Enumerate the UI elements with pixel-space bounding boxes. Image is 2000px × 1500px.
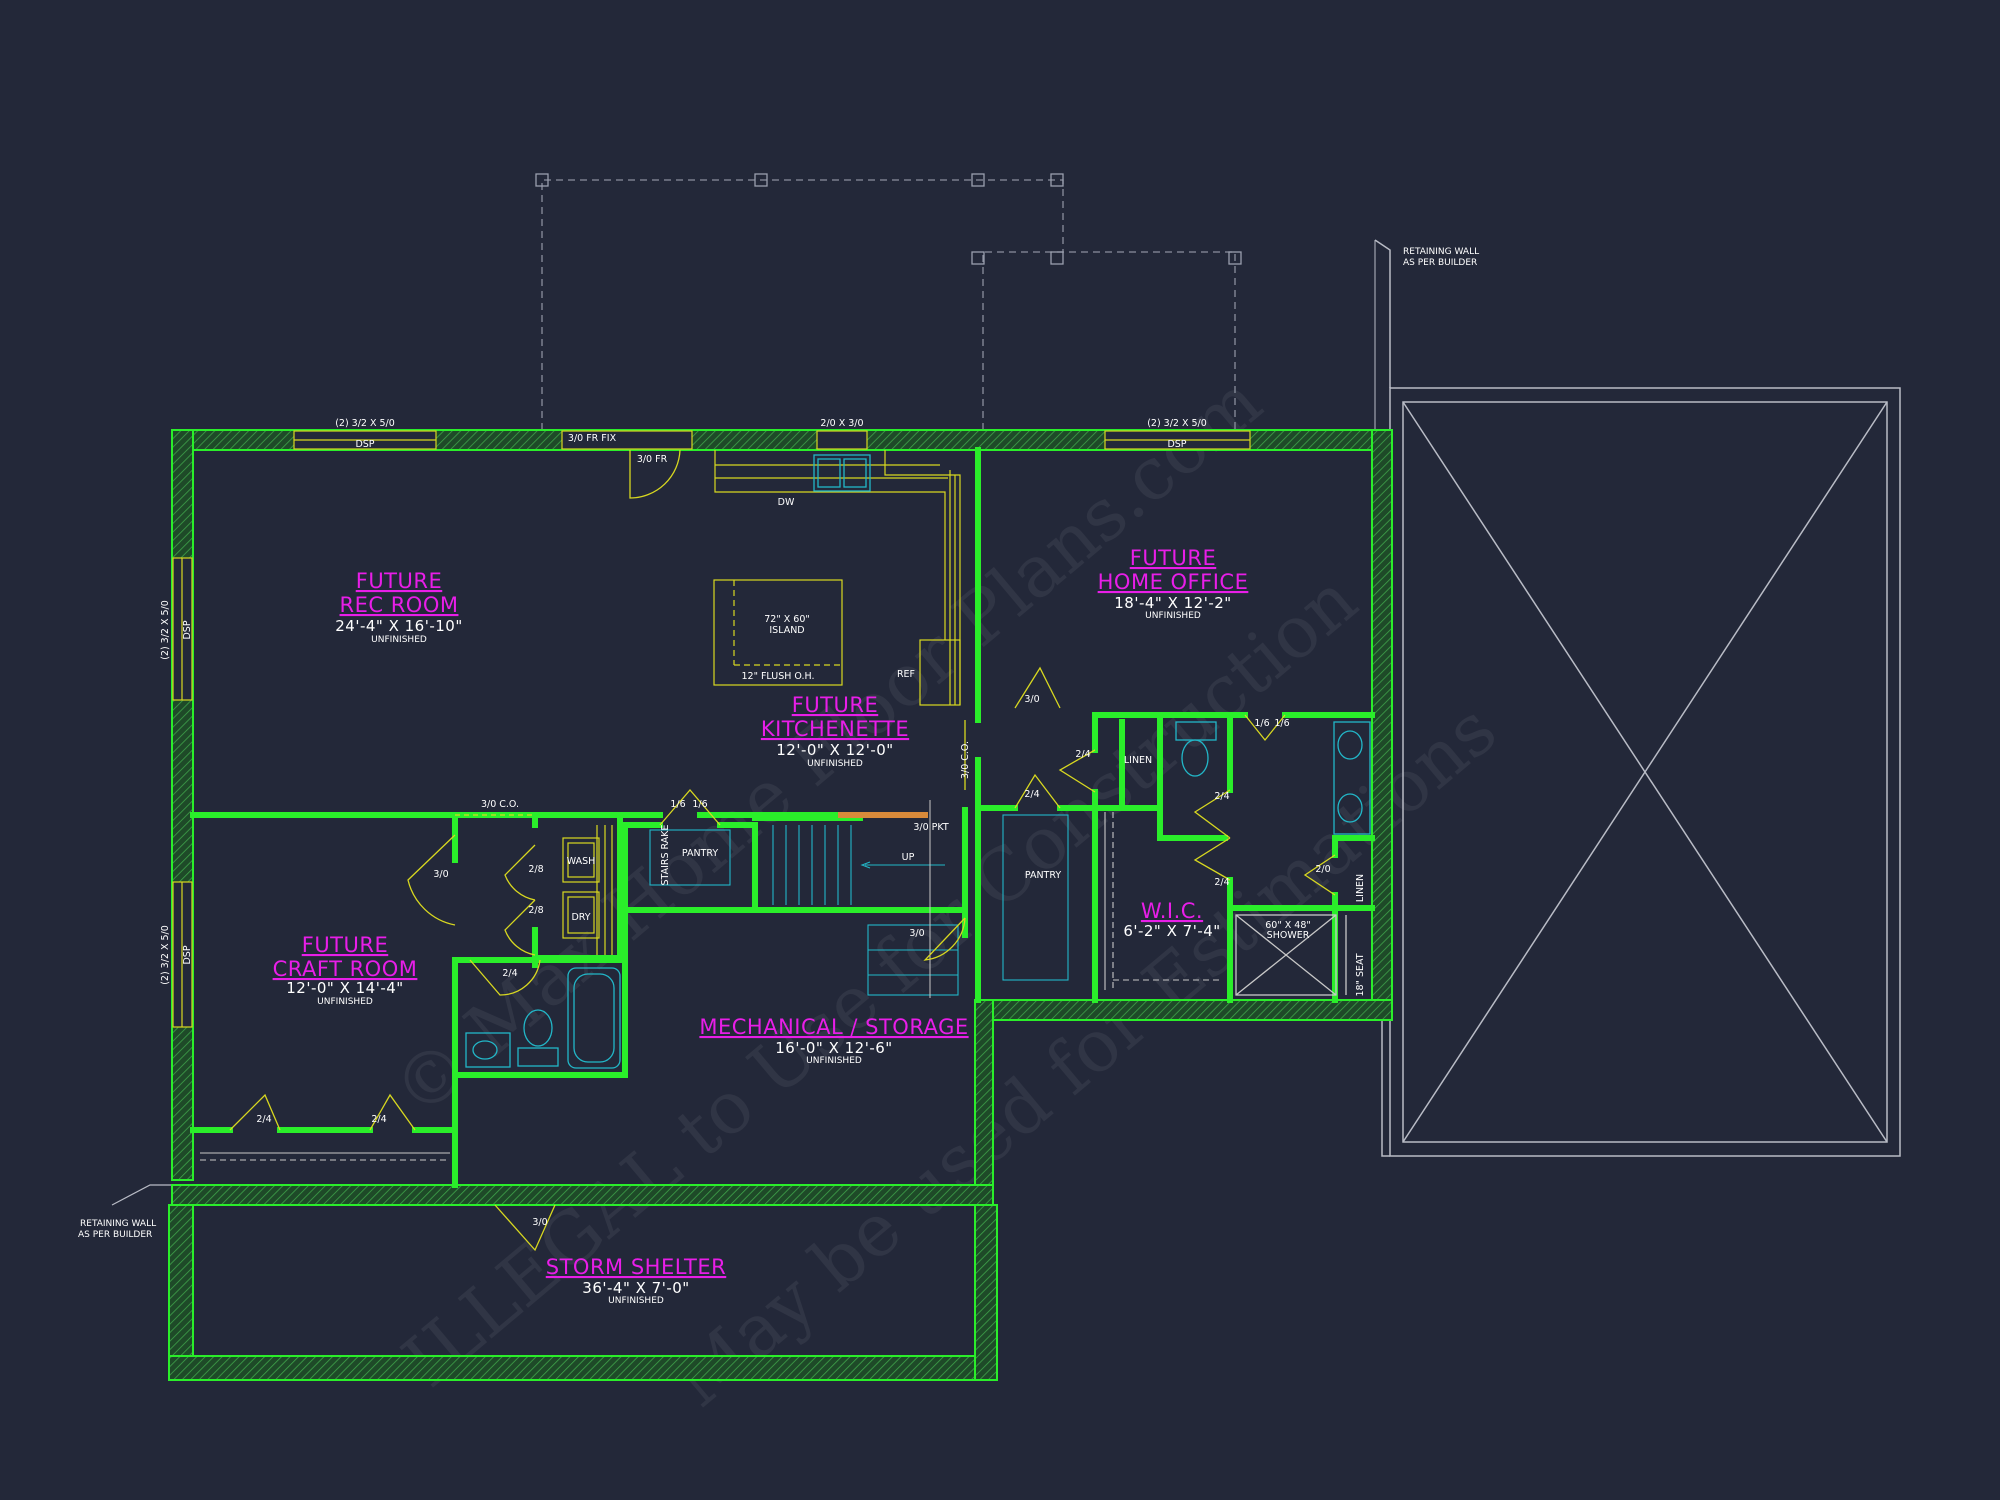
wic-name: W.I.C.: [1141, 899, 1203, 923]
label-door-fr: 3/0 FR: [637, 454, 668, 465]
label-win-left-2-dsp: DSP: [182, 945, 193, 964]
craft-dim: 12'-0" X 14'-4": [286, 979, 403, 997]
porch-outline: [541, 179, 1236, 430]
garage: [1374, 239, 1901, 1157]
label-win-top-right: (2) 3/2 X 5/0: [1147, 418, 1207, 429]
laundry-fixtures: [562, 825, 613, 955]
label-linen-2: LINEN: [1355, 874, 1366, 902]
office-name-2: HOME OFFICE: [1098, 570, 1249, 594]
label-win-top-left: (2) 3/2 X 5/0: [335, 418, 395, 429]
post-markers: [535, 173, 1242, 265]
mechanical-dim: 16'-0" X 12'-6": [775, 1039, 892, 1057]
label-win-left-1: (2) 3/2 X 5/0: [160, 600, 171, 660]
kitchenette-dim: 12'-0" X 12'-0": [776, 741, 893, 759]
label-dry: DRY: [571, 912, 590, 923]
label-dw: DW: [778, 497, 795, 508]
label-win-top-right-dsp: DSP: [1167, 439, 1186, 450]
pantry-shelves: [200, 812, 1222, 1161]
label-door-2-4-craft-b: 2/4: [371, 1114, 386, 1125]
label-retaining-bot-2: AS PER BUILDER: [78, 1230, 152, 1240]
label-retaining-top-2: AS PER BUILDER: [1403, 258, 1477, 268]
label-door-fr-fix: 3/0 FR FIX: [568, 433, 617, 444]
craft-name-1: FUTURE: [302, 933, 389, 957]
kitchen-cabinets: [713, 450, 961, 706]
shelter-status: UNFINISHED: [608, 1296, 664, 1306]
label-pantry-right: PANTRY: [1025, 870, 1062, 881]
exterior-walls: [168, 429, 1393, 1381]
retaining-wall-line: [111, 1184, 172, 1206]
label-door-2-8a: 2/8: [528, 864, 543, 875]
windows: [172, 430, 1251, 1028]
label-ref: REF: [897, 669, 915, 680]
label-door-2-4-c: 2/4: [1214, 791, 1229, 802]
label-seat: 18" SEAT: [1355, 953, 1366, 996]
label-stairs-rake: STAIRS RAKE: [660, 825, 671, 886]
label-up: UP: [902, 852, 915, 863]
label-door-2-4-bath: 2/4: [502, 968, 517, 979]
wic-dim: 6'-2" X 7'-4": [1123, 922, 1220, 940]
label-shower: SHOWER: [1267, 930, 1310, 941]
rec-room-dim: 24'-4" X 16'-10": [335, 617, 463, 635]
label-co-mid: 3/0 C.O.: [481, 799, 519, 810]
room-labels: FUTURE REC ROOM 24'-4" X 16'-10" UNFINIS…: [273, 546, 1249, 1306]
label-door-1-6c: 1/6: [1254, 718, 1269, 729]
label-island-size: 72" X 60": [764, 614, 809, 625]
label-door-2-8b: 2/8: [528, 905, 543, 916]
label-retaining-bot-1: RETAINING WALL: [80, 1219, 156, 1229]
stairs: [772, 800, 959, 998]
label-shower-size: 60" X 48": [1265, 920, 1310, 931]
label-win-left-2: (2) 3/2 X 5/0: [160, 925, 171, 985]
mechanical-status: UNFINISHED: [806, 1056, 862, 1066]
label-win-top-mid: 2/0 X 3/0: [820, 418, 863, 429]
label-door-2-4-craft-a: 2/4: [256, 1114, 271, 1125]
bath-fixtures: [465, 967, 621, 1069]
label-door-3-0-mech: 3/0: [909, 928, 924, 939]
kitchen-island: [713, 579, 843, 686]
label-flush: 12" FLUSH O.H.: [741, 671, 814, 682]
shelter-name: STORM SHELTER: [546, 1255, 726, 1279]
label-wash: WASH: [567, 856, 596, 867]
label-pkt: 3/0 PKT: [913, 822, 949, 833]
label-door-2-0: 2/0: [1315, 864, 1330, 875]
annotations: (2) 3/2 X 5/0 DSP 3/0 FR FIX 3/0 FR 2/0 …: [78, 247, 1479, 1240]
kitchenette-name-1: FUTURE: [792, 693, 879, 717]
office-name-1: FUTURE: [1130, 546, 1217, 570]
rec-room-name-1: FUTURE: [356, 569, 443, 593]
sink-icon: [813, 454, 871, 492]
kitchenette-name-2: KITCHENETTE: [761, 717, 909, 741]
office-status: UNFINISHED: [1145, 611, 1201, 621]
label-win-left-1-dsp: DSP: [182, 620, 193, 639]
label-door-2-4-b: 2/4: [1024, 789, 1039, 800]
label-door-1-6a: 1/6: [670, 799, 685, 810]
craft-name-2: CRAFT ROOM: [273, 957, 418, 981]
label-door-1-6b: 1/6: [692, 799, 707, 810]
label-retaining-top-1: RETAINING WALL: [1403, 247, 1479, 257]
mechanical-name: MECHANICAL / STORAGE: [699, 1015, 968, 1039]
rec-room-name-2: REC ROOM: [340, 593, 459, 617]
label-door-3-0-shelter: 3/0: [532, 1217, 547, 1228]
label-linen-1: LINEN: [1124, 755, 1152, 766]
craft-status: UNFINISHED: [317, 997, 373, 1007]
label-win-top-left-dsp: DSP: [355, 439, 374, 450]
label-door-2-4-a: 2/4: [1075, 749, 1090, 760]
label-pantry-left: PANTRY: [682, 848, 719, 859]
door-swings: [229, 449, 1336, 1252]
label-door-1-6d: 1/6: [1274, 718, 1289, 729]
master-bath-fixtures: [1175, 721, 1371, 996]
label-door-3-0-office: 3/0: [1024, 694, 1039, 705]
shelter-dim: 36'-4" X 7'-0": [582, 1279, 689, 1297]
label-door-3-0-craft: 3/0: [433, 869, 448, 880]
label-co-vert: 3/0 C.O.: [960, 741, 971, 779]
rec-room-status: UNFINISHED: [371, 635, 427, 645]
label-island: ISLAND: [769, 625, 804, 636]
office-dim: 18'-4" X 12'-2": [1114, 594, 1231, 612]
pocket-door: [838, 812, 928, 818]
label-door-2-4-d: 2/4: [1214, 877, 1229, 888]
kitchenette-status: UNFINISHED: [807, 759, 863, 769]
